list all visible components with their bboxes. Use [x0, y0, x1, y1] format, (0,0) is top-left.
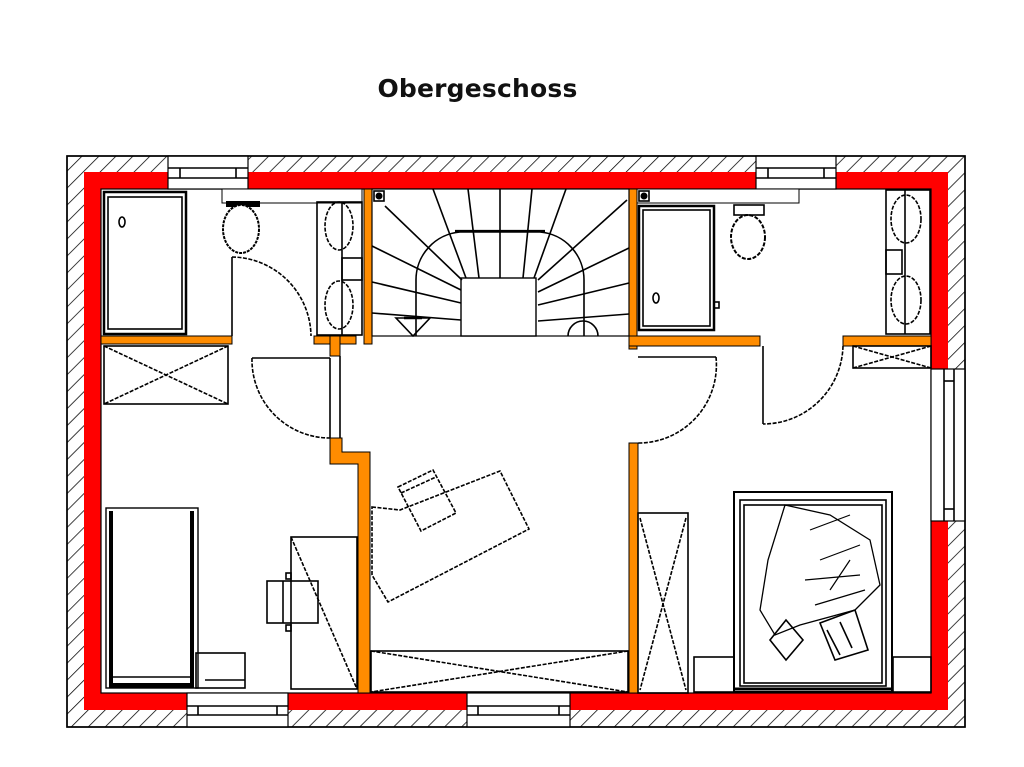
toilet-right [730, 204, 766, 260]
interior-walls [100, 188, 932, 694]
bed-left [105, 507, 199, 689]
washbasin-left [316, 201, 363, 336]
window-right [930, 368, 966, 522]
nightstand-left [195, 652, 246, 689]
room-right [637, 345, 932, 694]
room-left [103, 345, 358, 690]
desk-left [290, 536, 358, 690]
bathtub-left [102, 190, 188, 336]
bathroom-left [102, 188, 363, 337]
toilet-left [222, 201, 260, 254]
outer-frame [66, 155, 966, 728]
cabinet-right-top [852, 345, 932, 369]
page-title: Obergeschoss [377, 74, 578, 103]
window-bottom-center [466, 692, 571, 728]
window-top-right [755, 155, 837, 190]
wardrobe-center [370, 650, 629, 693]
wardrobe-right [637, 512, 689, 694]
windows [167, 155, 966, 728]
washbasin-right [885, 189, 931, 335]
double-bed-right [733, 491, 893, 693]
chair-left [266, 572, 319, 632]
window-top-left [167, 155, 249, 190]
window-bottom-left [186, 692, 289, 728]
desk-center [371, 469, 531, 604]
hall-center [370, 468, 629, 693]
wardrobe-left [103, 345, 229, 405]
bathtub-right [637, 204, 720, 332]
chair-center [396, 468, 458, 533]
staircase [371, 188, 630, 338]
bathroom-right [636, 188, 931, 335]
